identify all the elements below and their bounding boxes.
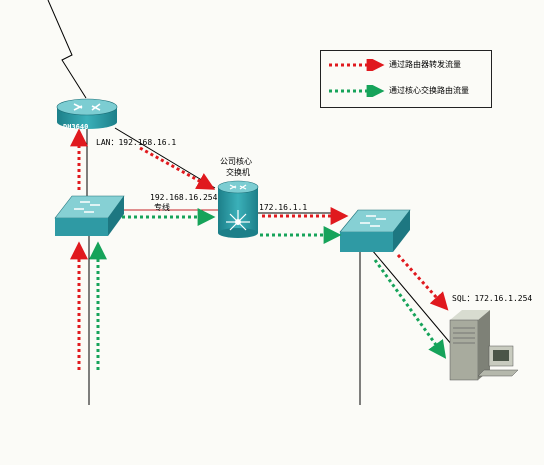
sql-server-device[interactable] (449, 310, 519, 381)
wan-link-line (47, 0, 87, 99)
legend-box: 通过路由器转发流量 通过核心交换路由流量 (320, 50, 492, 108)
core-switch-title-line1: 公司核心 (220, 157, 252, 166)
sql-server-label: SQL：172.16.1.254 (452, 294, 533, 303)
legend-core-label: 通过核心交换路由流量 (389, 86, 469, 95)
core-switch-right-ip: 172.16.1.1 (259, 203, 308, 212)
legend-router-label: 通过路由器转发流量 (389, 60, 461, 69)
switch-to-server-line (371, 249, 453, 346)
access-switch[interactable] (54, 195, 125, 236)
legend-green-arrow-icon (329, 85, 385, 97)
access-link-label: 专线 (154, 203, 170, 212)
router-to-core-line (114, 127, 216, 189)
core-switch-left-ip: 192.168.16.254 (150, 193, 218, 202)
legend-router-row: 通过路由器转发流量 (327, 59, 487, 71)
router-lan-label: LAN：192.168.16.1 (96, 138, 177, 147)
router-device[interactable] (56, 98, 118, 129)
green-arrow-dist-to-server (373, 259, 447, 359)
legend-core-row: 通过核心交换路由流量 (327, 85, 487, 97)
red-arrow-router-to-core (139, 146, 216, 190)
core-switch-traffic-path (89, 208, 447, 370)
router-traffic-path (70, 128, 449, 370)
router-name-label: DH3640 (63, 123, 89, 131)
core-switch-title-line2: 交换机 (226, 168, 250, 177)
core-switch-device[interactable] (217, 180, 259, 238)
legend-red-arrow-icon (329, 59, 385, 71)
distribution-switch[interactable] (339, 209, 411, 252)
